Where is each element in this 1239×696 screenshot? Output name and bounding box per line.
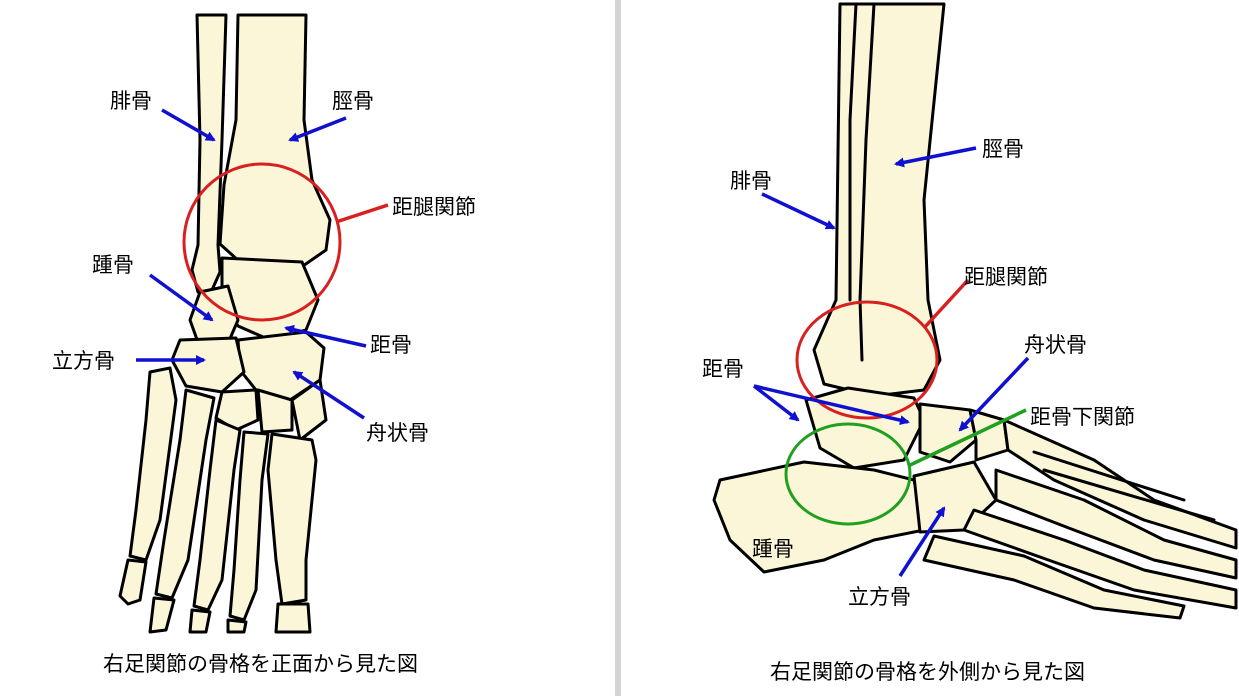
label-navicular: 舟状骨 [1024,333,1087,357]
metatarsal-bone [1032,450,1186,502]
label-calcaneus: 踵骨 [92,253,134,277]
front-view-diagram: 腓骨 脛骨 距腿関節 踵骨 距骨 立方骨 舟状骨 [52,13,476,634]
arrow-navicular [292,370,365,420]
metatarsal-bone [922,534,1186,620]
metatarsal-bone [1042,468,1216,522]
panel-divider [615,0,621,696]
label-calcaneus: 踵骨 [752,537,794,561]
metatarsal-bone [228,430,270,622]
talocrural-joint-pointer [922,278,970,330]
arrow-fibula [161,108,216,142]
fibula-bone [190,13,228,294]
label-tibia: 脛骨 [982,137,1024,161]
arrow-talus [284,324,367,348]
label-cuboid: 立方骨 [52,349,115,373]
metatarsal-bone [1002,418,1238,550]
talus-bone [804,386,926,470]
metatarsal-bone [266,432,318,606]
tibia-bone [218,13,332,270]
cuneiform-bone [214,388,260,432]
label-fibula: 腓骨 [110,89,152,113]
toe-bone [274,602,312,634]
arrow-calcaneus [148,273,214,322]
toe-bone [118,558,148,606]
label-talus: 距骨 [702,357,744,381]
side-view-panel: 脛骨 腓骨 距腿関節 舟状骨 距骨 距骨下関節 踵骨 立方骨 右足関節の骨格を外… [624,0,1239,696]
front-view-caption: 右足関節の骨格を正面から見た図 [103,652,418,676]
metatarsal-bone [154,388,216,600]
label-cuboid: 立方骨 [848,585,911,609]
toe-bone [148,596,176,634]
label-fibula: 腓骨 [730,169,772,193]
cuboid-bone [170,336,246,394]
talus-bone [220,256,320,342]
label-talocrural-joint: 距腿関節 [392,195,476,219]
navicular-bone [918,402,978,464]
front-view-panel: 腓骨 脛骨 距腿関節 踵骨 距骨 立方骨 舟状骨 右足関節の骨格を正面から見た図 [0,0,615,696]
talocrural-joint-circle [795,300,939,420]
metatarsal-bone [192,418,242,612]
fibula-bone [858,2,876,362]
talocrural-joint-circle [182,162,342,322]
label-navicular: 舟状骨 [366,421,429,445]
label-tibia: 脛骨 [332,89,374,113]
label-subtalar-joint: 距骨下関節 [1030,405,1135,429]
talocrural-joint-pointer [335,203,389,224]
subtalar-joint-pointer [907,408,1027,468]
toe-bone [226,618,248,634]
side-view-caption: 右足関節の骨格を外側から見た図 [770,660,1085,684]
fibula-bone [848,2,858,302]
arrow-tibia [894,146,977,168]
metatarsal-bone [994,468,1238,580]
arrow-talus-1 [752,384,800,422]
arrow-navicular [958,356,1030,432]
cuneiform-bone [290,378,328,442]
tibia-bone [812,2,946,398]
metatarsal-bone [128,366,178,562]
side-view-diagram: 脛骨 腓骨 距腿関節 舟状骨 距骨 距骨下関節 踵骨 立方骨 [702,2,1238,620]
metatarsal-bone [962,508,1238,610]
arrow-tibia [288,116,347,142]
toe-bone [188,608,212,634]
subtalar-joint-circle [784,422,912,526]
arrow-cuboid [898,506,946,577]
label-talocrural-joint: 距腿関節 [964,265,1048,289]
label-talus: 距骨 [370,333,412,357]
cuneiform-bone [256,388,294,434]
arrow-fibula [761,192,836,230]
arrow-talus-2 [753,384,910,426]
